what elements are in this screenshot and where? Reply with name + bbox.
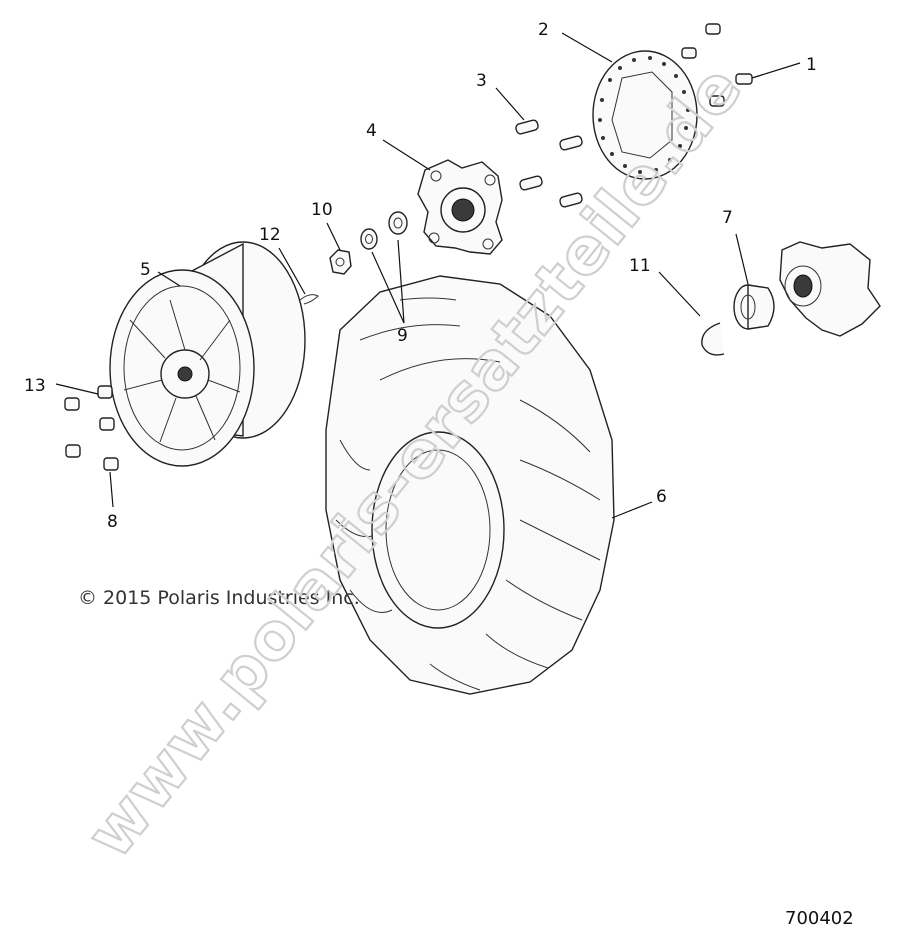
callout-6: 6 [656, 487, 667, 507]
lug-nuts [64, 385, 119, 471]
document-number: 700402 [785, 908, 854, 929]
brake-disc [592, 50, 698, 180]
wheel-bearing [733, 284, 775, 330]
callout-5: 5 [140, 260, 151, 280]
steering-knuckle [779, 241, 881, 337]
callout-11: 11 [629, 256, 651, 276]
callout-3: 3 [476, 71, 487, 91]
cotter-pin [299, 294, 319, 305]
leader-lines [55, 32, 801, 519]
copyright-text: © 2015 Polaris Industries Inc. [78, 587, 360, 609]
wheel-hub [417, 159, 503, 255]
retaining-ring [701, 322, 725, 356]
callout-labels: 1 2 3 4 5 6 7 8 9 10 11 12 13 [24, 20, 817, 532]
callout-9: 9 [397, 326, 408, 346]
disc-bolts [681, 23, 753, 107]
callout-10: 10 [311, 200, 333, 220]
wheel-rim [109, 241, 306, 467]
callout-7: 7 [722, 208, 733, 228]
callout-1: 1 [806, 55, 817, 75]
castle-nut [329, 249, 352, 275]
tire [325, 275, 615, 695]
washers [360, 211, 408, 250]
callout-12: 12 [259, 225, 281, 245]
callout-13: 13 [24, 376, 46, 396]
callout-8: 8 [107, 512, 118, 532]
callout-2: 2 [538, 20, 549, 40]
callout-4: 4 [366, 121, 377, 141]
hub-studs [515, 119, 583, 208]
